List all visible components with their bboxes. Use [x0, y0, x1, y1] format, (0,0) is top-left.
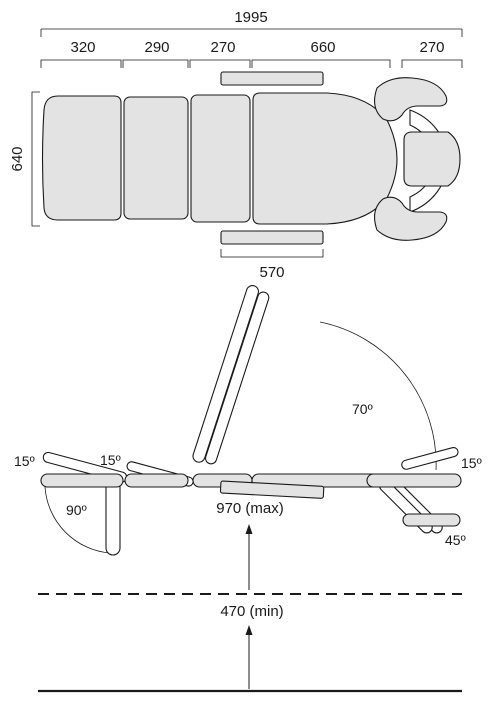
head-down-angle-label: 45º [445, 532, 466, 548]
segment-length-label: 320 [70, 39, 95, 56]
segment-length-label: 290 [144, 39, 169, 56]
armrest-length-bracket [220, 249, 324, 258]
segment-length-label: 270 [210, 39, 235, 56]
mid-up-angle-label: 15º [100, 452, 121, 468]
leg-swing-arc [44, 486, 111, 554]
head-side-pad-top [374, 77, 448, 122]
max-height-label: 970 (max) [216, 500, 284, 517]
armrest-side [219, 480, 325, 499]
top-view: 1995 320 290 270 660 270 640 570 [9, 9, 463, 281]
armrest-bottom [220, 230, 324, 245]
leg-up-angle-label: 15º [14, 453, 35, 469]
segment-length-label: 660 [310, 39, 335, 56]
leg-section-flat [40, 473, 124, 488]
head-side-pad-bottom [374, 196, 448, 241]
armrest-length-label: 570 [259, 264, 284, 281]
back-section-pad [252, 92, 398, 225]
total-length-bracket [40, 28, 463, 37]
head-section-end [402, 513, 461, 527]
segment-brackets [40, 59, 463, 68]
total-length-label: 1995 [234, 9, 267, 26]
width-label: 640 [9, 146, 26, 171]
backrest-raised-inner [205, 291, 270, 465]
min-height-arrow [245, 625, 253, 689]
leg-section-pad [41, 95, 122, 221]
backrest-raised-outer [192, 285, 259, 463]
head-section-flat [366, 473, 462, 488]
leg-section-lowered [105, 475, 121, 556]
segment-length-label: 270 [419, 39, 444, 56]
head-up-angle-label: 15º [461, 455, 482, 471]
mid-section-pad [123, 96, 189, 220]
width-bracket [31, 91, 40, 227]
back-up-angle-label: 70º [352, 401, 373, 417]
side-view: 15º 90º 15º 70º 15º 45º 970 (max) 470 (m… [14, 285, 482, 693]
face-pad [403, 131, 461, 187]
backrest-swing-arc [319, 321, 437, 471]
seat-section-pad [190, 94, 251, 223]
min-height-label: 470 (min) [220, 603, 283, 620]
head-section-raised [401, 447, 459, 470]
leg-down-angle-label: 90º [66, 502, 87, 518]
armrest-top [220, 71, 324, 86]
max-height-arrow [245, 524, 253, 590]
mid-section-flat [124, 473, 189, 488]
